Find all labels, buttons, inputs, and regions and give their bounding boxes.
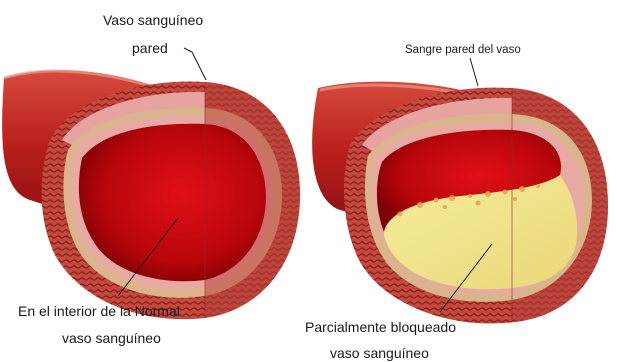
normal-vessel [2,70,300,319]
blocked-vessel [312,82,608,324]
label-partially-blocked-line1: Parcialmente bloqueado [305,319,456,335]
leader-wall-left [184,48,206,80]
label-vessel-wall-line1: Vaso sanguíneo [103,12,203,28]
leader-wall-right [470,58,478,86]
label-blood-vessel-wall: Sangre pared del vaso [405,44,521,56]
label-vessel-wall-line2: pared [132,40,168,56]
label-partially-blocked-line2: vaso sanguíneo [330,345,429,361]
label-normal-interior-line2: vaso sanguíneo [62,330,161,346]
label-normal-interior-line1: En el interior de la Normal [18,303,180,319]
